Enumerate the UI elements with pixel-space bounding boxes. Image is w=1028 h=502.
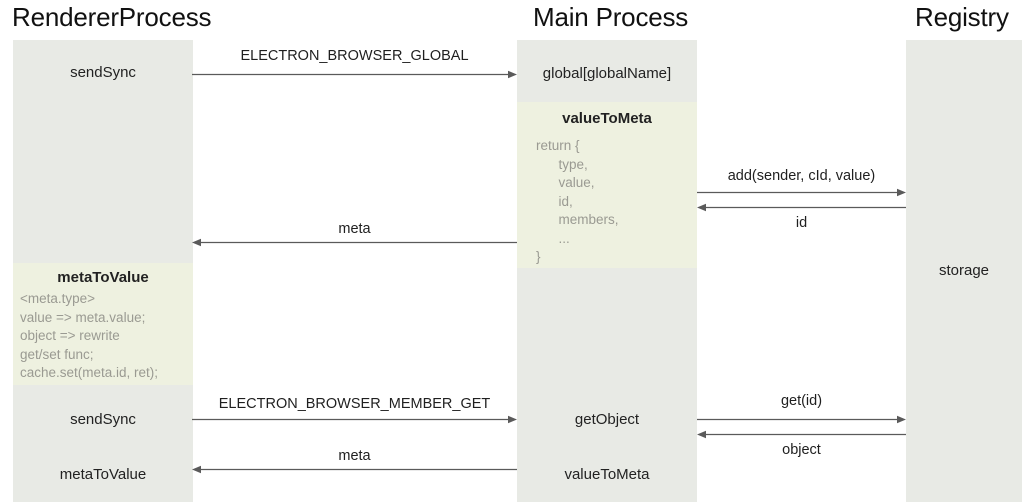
- message-label-object-return: object: [782, 442, 821, 458]
- renderer-meta-to-value-block: [13, 263, 193, 385]
- renderer-meta-to-value-bottom-label: metaToValue: [59, 466, 147, 483]
- renderer-activation-bottom: [13, 385, 193, 502]
- renderer-meta-to-value-code: <meta.type> value => meta.value; object …: [20, 291, 159, 380]
- message-arrow-get-id: [697, 415, 906, 424]
- main-activation-global: [517, 40, 697, 102]
- lifeline-title-registry: Registry: [915, 2, 1009, 32]
- renderer-meta-to-value-title: metaToValue: [57, 269, 149, 286]
- message-arrow-electron-browser-global: [192, 70, 517, 79]
- main-get-object-label: getObject: [574, 411, 640, 428]
- message-label-electron-browser-member-get: ELECTRON_BROWSER_MEMBER_GET: [218, 396, 491, 412]
- lifeline-title-renderer-process: RendererProcess: [12, 2, 212, 32]
- registry-storage-label: storage: [938, 262, 990, 279]
- message-arrow-meta-return-bottom: [192, 465, 517, 474]
- main-activation-bottom: [517, 268, 697, 502]
- message-label-add-sender-cid-value: add(sender, cId, value): [727, 168, 876, 184]
- main-global-name-label: global[globalName]: [542, 65, 672, 82]
- renderer-activation-top: [13, 40, 193, 263]
- registry-activation: [906, 40, 1022, 502]
- message-label-meta-return-top: meta: [338, 221, 371, 237]
- renderer-send-sync-top-label: sendSync: [70, 64, 136, 81]
- main-value-to-meta-code: return { type, value, id, members, ... }: [536, 138, 619, 264]
- message-label-id-return: id: [795, 215, 808, 231]
- main-value-to-meta-title: valueToMeta: [562, 110, 652, 127]
- message-label-get-id: get(id): [780, 393, 823, 409]
- message-arrow-id-return: [697, 203, 906, 212]
- lifeline-title-main-process: Main Process: [533, 2, 689, 32]
- message-arrow-add-sender-cid-value: [697, 188, 906, 197]
- message-label-meta-return-bottom: meta: [338, 448, 371, 464]
- message-arrow-object-return: [697, 430, 906, 439]
- message-arrow-meta-return-top: [192, 238, 517, 247]
- main-value-to-meta-block: [517, 102, 697, 268]
- main-value-to-meta-bottom-label: valueToMeta: [564, 466, 650, 483]
- renderer-send-sync-bottom-label: sendSync: [70, 411, 136, 428]
- message-label-electron-browser-global: ELECTRON_BROWSER_GLOBAL: [240, 48, 469, 64]
- message-arrow-electron-browser-member-get: [192, 415, 517, 424]
